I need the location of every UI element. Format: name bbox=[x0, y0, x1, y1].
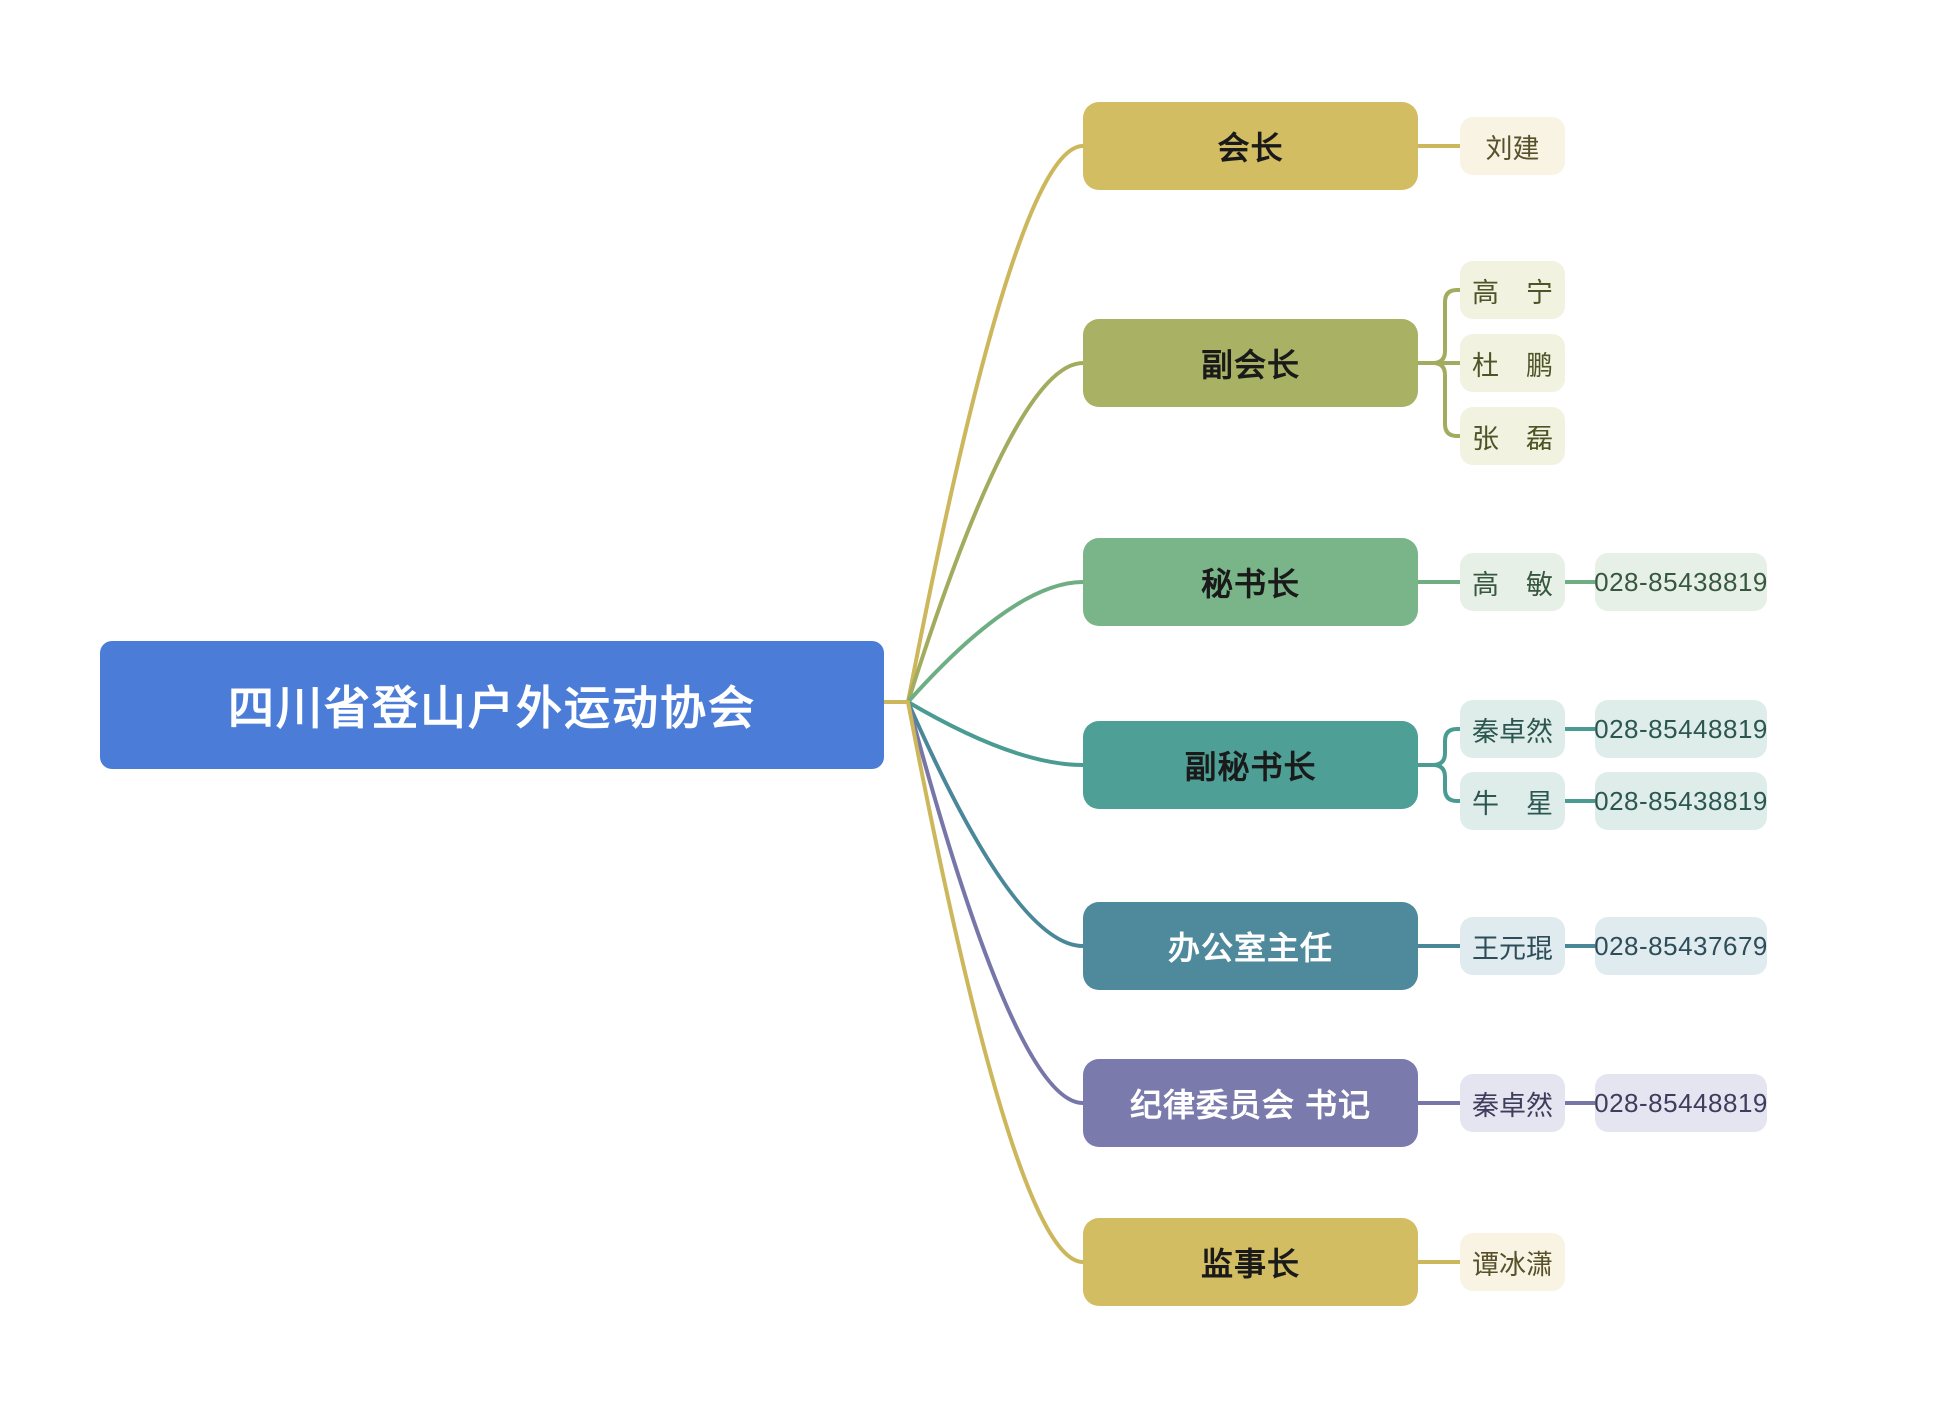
member-name-node-label: 王元琨 bbox=[1472, 933, 1553, 964]
member-name-node[interactable]: 王元琨 bbox=[1460, 917, 1565, 975]
branch-node-label: 副秘书长 bbox=[1184, 749, 1317, 785]
phone-node[interactable]: 028-85438819 bbox=[1594, 553, 1768, 611]
phone-node-label: 028-85438819 bbox=[1594, 785, 1768, 816]
branch-node-label: 会长 bbox=[1217, 130, 1284, 166]
branch-node-label: 办公室主任 bbox=[1167, 930, 1333, 966]
member-name-node[interactable]: 秦卓然 bbox=[1460, 700, 1565, 758]
member-name-node-label: 谭冰潇 bbox=[1472, 1249, 1553, 1280]
member-name-node[interactable]: 谭冰潇 bbox=[1460, 1233, 1565, 1291]
member-name-node[interactable]: 杜 鹏 bbox=[1460, 334, 1565, 392]
connector-line bbox=[906, 700, 1085, 948]
member-name-node[interactable]: 刘建 bbox=[1460, 117, 1565, 175]
phone-node[interactable]: 028-85448819 bbox=[1594, 1074, 1768, 1132]
branch-node-label: 秘书长 bbox=[1200, 566, 1300, 602]
phone-node[interactable]: 028-85448819 bbox=[1594, 700, 1768, 758]
branch-node[interactable]: 监事长 bbox=[1083, 1218, 1418, 1306]
connector-line bbox=[906, 700, 1085, 1264]
member-name-node[interactable]: 牛 星 bbox=[1460, 772, 1565, 830]
member-name-node-label: 刘建 bbox=[1485, 133, 1540, 164]
member-name-node-label: 牛 星 bbox=[1472, 788, 1553, 819]
connector-line bbox=[1416, 763, 1462, 803]
branch-node-label: 监事长 bbox=[1200, 1246, 1300, 1282]
member-name-node[interactable]: 秦卓然 bbox=[1460, 1074, 1565, 1132]
branch-node[interactable]: 会长 bbox=[1083, 102, 1418, 190]
phone-node-label: 028-85448819 bbox=[1594, 713, 1768, 744]
connector-line bbox=[1416, 727, 1462, 767]
connector-line bbox=[906, 144, 1085, 704]
member-name-node[interactable]: 高 宁 bbox=[1460, 261, 1565, 319]
connector-line bbox=[906, 361, 1085, 704]
phone-node-label: 028-85438819 bbox=[1594, 566, 1768, 597]
phone-node-label: 028-85437679 bbox=[1594, 930, 1768, 961]
branch-node[interactable]: 办公室主任 bbox=[1083, 902, 1418, 990]
branch-node-label: 纪律委员会 书记 bbox=[1130, 1087, 1371, 1123]
branch-node[interactable]: 纪律委员会 书记 bbox=[1083, 1059, 1418, 1147]
phone-node[interactable]: 028-85437679 bbox=[1594, 917, 1768, 975]
branch-node[interactable]: 副秘书长 bbox=[1083, 721, 1418, 809]
phone-node[interactable]: 028-85438819 bbox=[1594, 772, 1768, 830]
member-name-node-label: 秦卓然 bbox=[1472, 1090, 1553, 1121]
root-title: 四川省登山户外运动协会 bbox=[228, 682, 756, 734]
branch-node-label: 副会长 bbox=[1200, 347, 1300, 383]
branch-node[interactable]: 副会长 bbox=[1083, 319, 1418, 407]
connector-line bbox=[1416, 361, 1462, 438]
branch-node[interactable]: 秘书长 bbox=[1083, 538, 1418, 626]
connector-line bbox=[906, 700, 1085, 767]
member-name-node-label: 高 敏 bbox=[1472, 569, 1553, 600]
connector-line bbox=[906, 580, 1085, 704]
connector-line bbox=[906, 700, 1085, 1105]
connector-line bbox=[1416, 288, 1462, 365]
member-name-node-label: 张 磊 bbox=[1472, 423, 1553, 454]
root-node[interactable]: 四川省登山户外运动协会 bbox=[100, 641, 884, 769]
member-name-node-label: 高 宁 bbox=[1472, 277, 1553, 308]
member-name-node[interactable]: 张 磊 bbox=[1460, 407, 1565, 465]
member-name-node-label: 秦卓然 bbox=[1472, 716, 1553, 747]
phone-node-label: 028-85448819 bbox=[1594, 1087, 1768, 1118]
member-name-node-label: 杜 鹏 bbox=[1472, 350, 1553, 381]
member-name-node[interactable]: 高 敏 bbox=[1460, 553, 1565, 611]
